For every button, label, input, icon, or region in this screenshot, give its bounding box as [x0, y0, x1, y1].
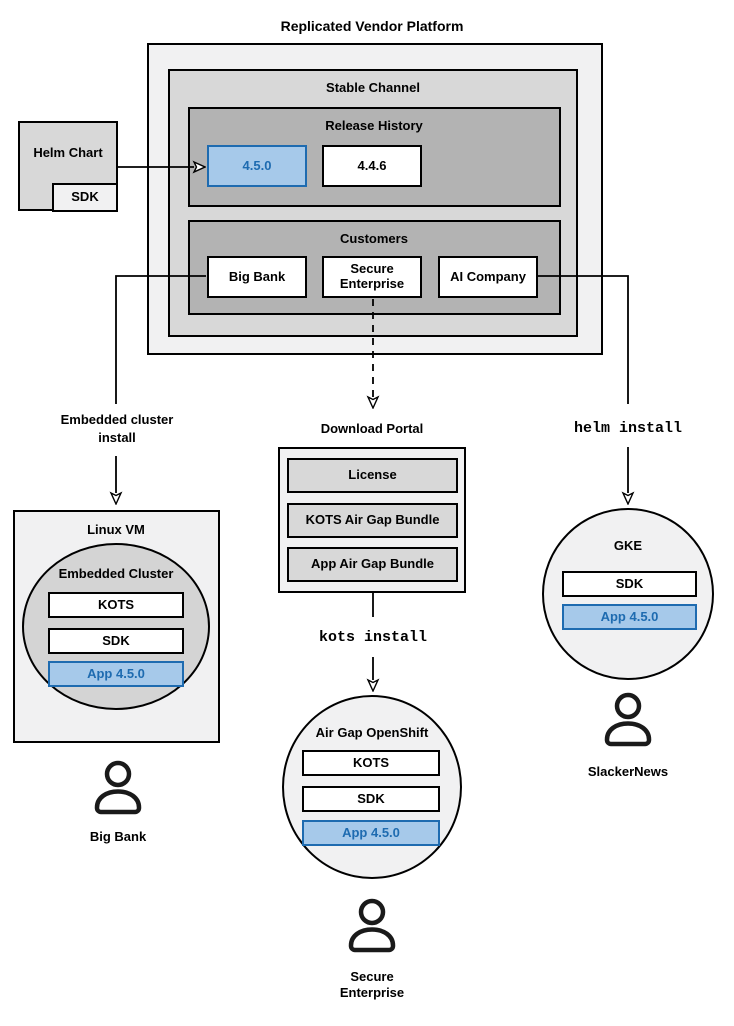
air-gap-openshift-label: Air Gap OpenShift — [315, 725, 429, 740]
customer-node-big-bank: Big Bank — [207, 256, 307, 298]
user-label-big-bank: Big Bank — [89, 829, 147, 844]
component-kots: KOTS — [302, 750, 440, 776]
component-sdk: SDK — [302, 786, 440, 812]
release-node-4-4-6: 4.4.6 — [322, 145, 422, 187]
user-label-slackernews: SlackerNews — [587, 764, 669, 779]
user-icon — [94, 760, 142, 815]
user-label-secure-enterprise: Secure Enterprise — [339, 969, 405, 1001]
helm-chart-sdk-box: SDK — [52, 183, 118, 212]
stable-channel-label: Stable Channel — [326, 80, 420, 95]
download-portal-label: Download Portal — [320, 421, 424, 436]
gke-label: GKE — [613, 538, 643, 553]
embedded-cluster-label: Embedded Cluster — [58, 566, 174, 581]
embedded-install-arrow-label: Embedded cluster install — [60, 412, 174, 445]
customer-node-secure-enterprise: Secure Enterprise — [322, 256, 422, 298]
customers-label: Customers — [340, 231, 408, 246]
release-history-label: Release History — [325, 118, 423, 133]
component-sdk: SDK — [48, 628, 184, 654]
diagram-title: Replicated Vendor Platform — [280, 18, 464, 34]
portal-item-license: License — [287, 458, 458, 493]
linux-vm-label: Linux VM — [87, 522, 145, 537]
portal-item-app-bundle: App Air Gap Bundle — [287, 547, 458, 582]
component-app-version: App 4.5.0 — [48, 661, 184, 687]
helm-install-command-label: helm install — [573, 420, 683, 437]
component-app-version: App 4.5.0 — [302, 820, 440, 846]
component-sdk: SDK — [562, 571, 697, 597]
customer-node-ai-company: AI Company — [438, 256, 538, 298]
user-icon — [604, 692, 652, 747]
component-kots: KOTS — [48, 592, 184, 618]
release-node-4-5-0: 4.5.0 — [207, 145, 307, 187]
kots-install-command-label: kots install — [318, 629, 428, 646]
user-icon — [348, 898, 396, 953]
component-app-version: App 4.5.0 — [562, 604, 697, 630]
portal-item-kots-bundle: KOTS Air Gap Bundle — [287, 503, 458, 538]
